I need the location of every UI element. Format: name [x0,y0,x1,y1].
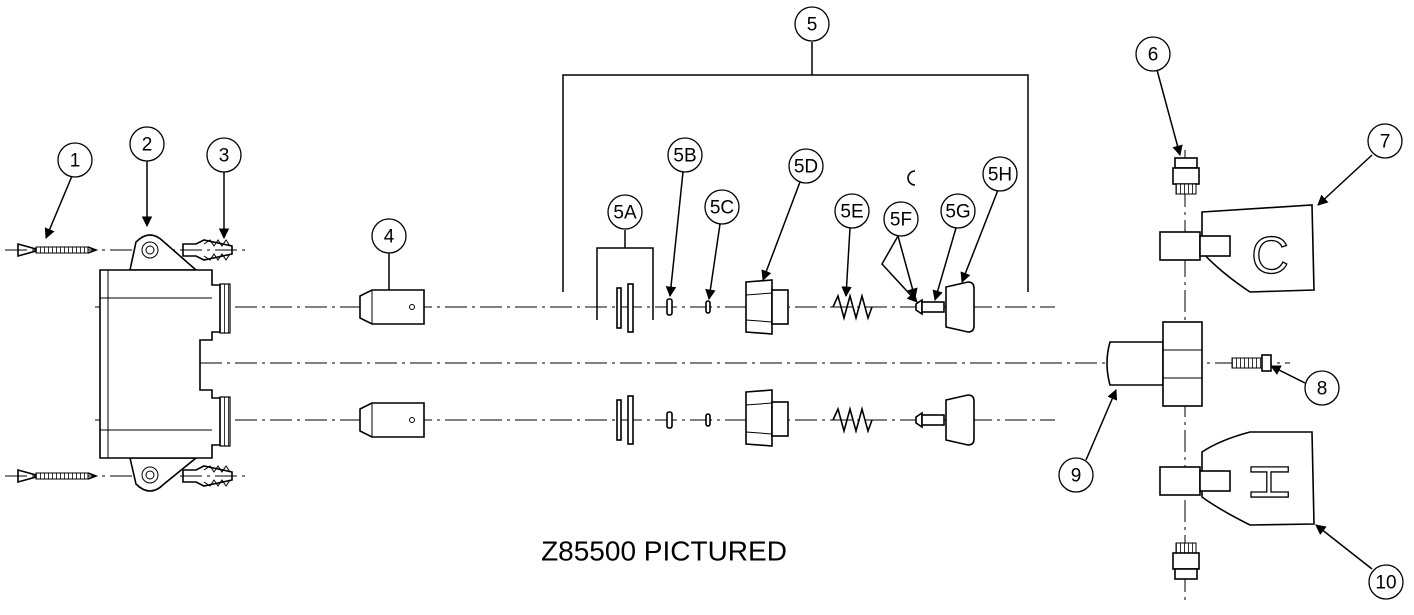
callout-2: 2 [129,126,165,162]
svg-text:5C: 5C [710,198,734,219]
leader-5f-a [881,235,918,303]
leader-5e [841,227,852,298]
part-5a-washers-bottom [616,395,634,445]
leader-5f-b [897,235,918,300]
part-6-nut-bottom [1172,542,1200,580]
callout-3: 3 [206,137,242,173]
svg-text:9: 9 [1071,466,1082,487]
callout-5c: 5C [704,189,740,225]
callout-5g: 5G [940,193,976,229]
group-5-bracket [562,74,1029,292]
part-5c-oring-bottom [705,413,711,427]
callout-5h: 5H [982,156,1018,192]
callout-5d: 5D [788,148,824,184]
part-5e-spring-bottom [832,405,873,435]
part-7-cold-handle: C [1159,204,1315,293]
svg-text:7: 7 [1380,132,1391,153]
leader-5h [960,189,999,283]
part-5c-oring-top [705,300,711,314]
svg-text:6: 6 [1148,45,1159,66]
svg-text:4: 4 [384,227,395,248]
callout-5a: 5A [607,194,643,230]
part-3-anchor-top [182,239,233,261]
svg-text:10: 10 [1375,573,1396,594]
leader-5d [761,181,801,281]
part-5g-stem-top [915,298,945,316]
svg-text:5B: 5B [673,146,696,167]
part-5d-bonnet-bottom [745,389,789,447]
callout-5e: 5E [834,193,870,229]
leader-10 [1315,524,1373,570]
part-1-screw-bottom [17,468,99,484]
callout-1: 1 [57,142,93,178]
part-5a-washers-top [616,283,634,333]
svg-text:5: 5 [807,15,818,36]
callout-5: 5 [794,6,830,42]
part-3-anchor-bottom [182,465,233,487]
part-4-sleeve-bottom [359,402,425,438]
part-5h-cap-bottom [945,394,975,446]
svg-text:5E: 5E [840,202,863,223]
part-5d-bonnet-top [745,279,789,335]
svg-text:1: 1 [70,151,81,172]
callout-4: 4 [371,218,407,254]
svg-text:2: 2 [142,135,153,156]
leader-8 [1270,365,1306,384]
svg-text:5D: 5D [794,157,818,178]
svg-text:8: 8 [1317,379,1328,400]
leader-5g [932,227,957,302]
diagram-caption: Z85500 PICTURED [541,536,787,567]
callout-7: 7 [1367,123,1403,159]
leader-6 [1156,69,1183,157]
callout-10: 10 [1368,564,1404,600]
leader-1 [44,175,73,239]
svg-text:3: 3 [219,146,230,167]
part-5f-clip [907,170,916,186]
part-2-valve-body [99,234,231,492]
leader-5a-bracket [596,247,654,320]
svg-text:5G: 5G [945,202,970,223]
leader-9 [1085,389,1118,461]
svg-text:5F: 5F [890,210,912,231]
callout-5b: 5B [667,137,703,173]
leader-5b [665,171,684,298]
callout-6: 6 [1135,36,1171,72]
hot-mark: H [1240,463,1300,502]
part-10-hot-handle: H [1159,431,1315,526]
part-6-nut-top [1172,157,1200,195]
part-5g-stem-bottom [915,411,945,429]
part-5b-oring-top [666,298,673,316]
callout-8: 8 [1304,370,1340,406]
part-4-sleeve-top [359,289,425,325]
part-5b-oring-bottom [666,411,673,429]
svg-text:5A: 5A [613,203,637,224]
cold-mark: C [1251,227,1289,285]
part-8-screw [1231,354,1272,372]
leader-7 [1317,154,1373,206]
svg-text:5H: 5H [988,165,1012,186]
part-5h-cap-top [945,281,975,333]
part-5e-spring-top [832,292,873,322]
part-9-handle-hub [1106,321,1203,407]
callout-5f: 5F [883,201,919,237]
leader-5c [705,223,721,301]
part-1-screw-top [17,242,99,258]
callout-9: 9 [1058,457,1094,493]
